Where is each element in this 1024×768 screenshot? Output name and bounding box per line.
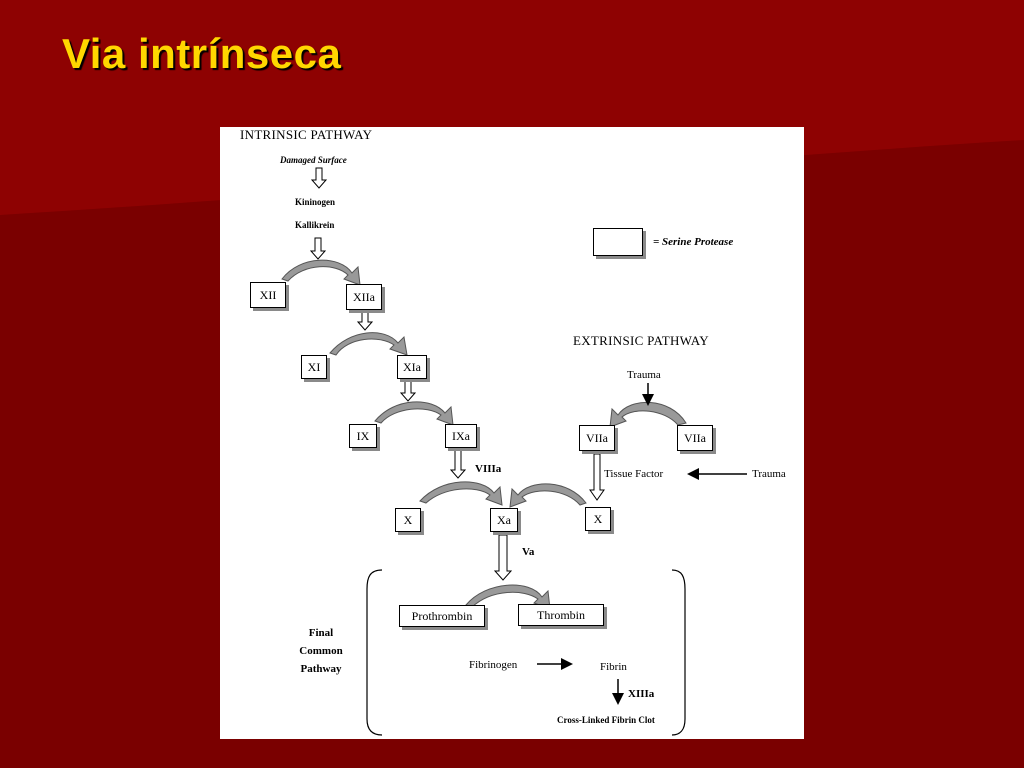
damaged-surface-label: Damaged Surface <box>280 155 347 165</box>
trauma-right-label: Trauma <box>752 468 786 480</box>
factor-xia-box: XIa <box>397 355 427 379</box>
thrombin-box: Thrombin <box>518 604 604 626</box>
factor-xiia-box: XIIa <box>346 284 382 310</box>
slide-title: Via intrínseca <box>62 30 342 77</box>
hollow-arrow-kallikrein <box>309 237 327 260</box>
cofactor-xiiia-label: XIIIa <box>628 688 655 700</box>
trauma-top-label: Trauma <box>627 369 661 381</box>
hollow-arrow-xia <box>399 378 417 402</box>
tissue-factor-label: Tissue Factor <box>604 468 664 480</box>
factor-x-right-box: X <box>585 507 611 531</box>
hollow-arrow-xa <box>493 534 513 581</box>
factor-ix-box: IX <box>349 424 377 448</box>
serine-protease-legend-box <box>593 228 643 256</box>
final-common-pathway-label: Final Common Pathway <box>286 624 356 678</box>
cofactor-viiia-label: VIIIa <box>475 463 502 475</box>
cofactor-va-label: Va <box>522 546 535 558</box>
fibrinogen-label: Fibrinogen <box>469 659 518 671</box>
intrinsic-pathway-heading: INTRINSIC PATHWAY <box>240 127 373 142</box>
factor-xii-box: XII <box>250 282 286 308</box>
kallikrein-label: Kallikrein <box>295 220 335 230</box>
solid-arrows <box>537 383 747 705</box>
diagram-panel: INTRINSIC PATHWAY Damaged Surface Kinino… <box>220 127 804 739</box>
hollow-arrow-damaged-surface <box>310 167 328 189</box>
cross-linked-fibrin-clot-label: Cross-Linked Fibrin Clot <box>557 715 655 725</box>
kininogen-label: Kininogen <box>295 197 336 207</box>
extrinsic-pathway-heading: EXTRINSIC PATHWAY <box>573 333 709 348</box>
factor-x-left-box: X <box>395 508 421 532</box>
factor-vii-box: VIIa <box>677 425 713 451</box>
final-pathway-bracket <box>366 569 686 736</box>
hollow-arrow-xiia <box>356 308 374 331</box>
factor-xi-box: XI <box>301 355 327 379</box>
factor-ixa-box: IXa <box>445 424 477 448</box>
factor-xa-box: Xa <box>490 508 518 532</box>
curved-arrows <box>281 259 687 610</box>
serine-protease-legend-label: = Serine Protease <box>653 236 734 248</box>
factor-viia-box: VIIa <box>579 425 615 451</box>
prothrombin-box: Prothrombin <box>399 605 485 627</box>
final-common-pathway-text: Final Common Pathway <box>299 627 343 676</box>
fibrin-label: Fibrin <box>600 661 627 673</box>
hollow-arrow-ixa <box>449 448 467 479</box>
hollow-arrow-viia <box>589 453 605 501</box>
